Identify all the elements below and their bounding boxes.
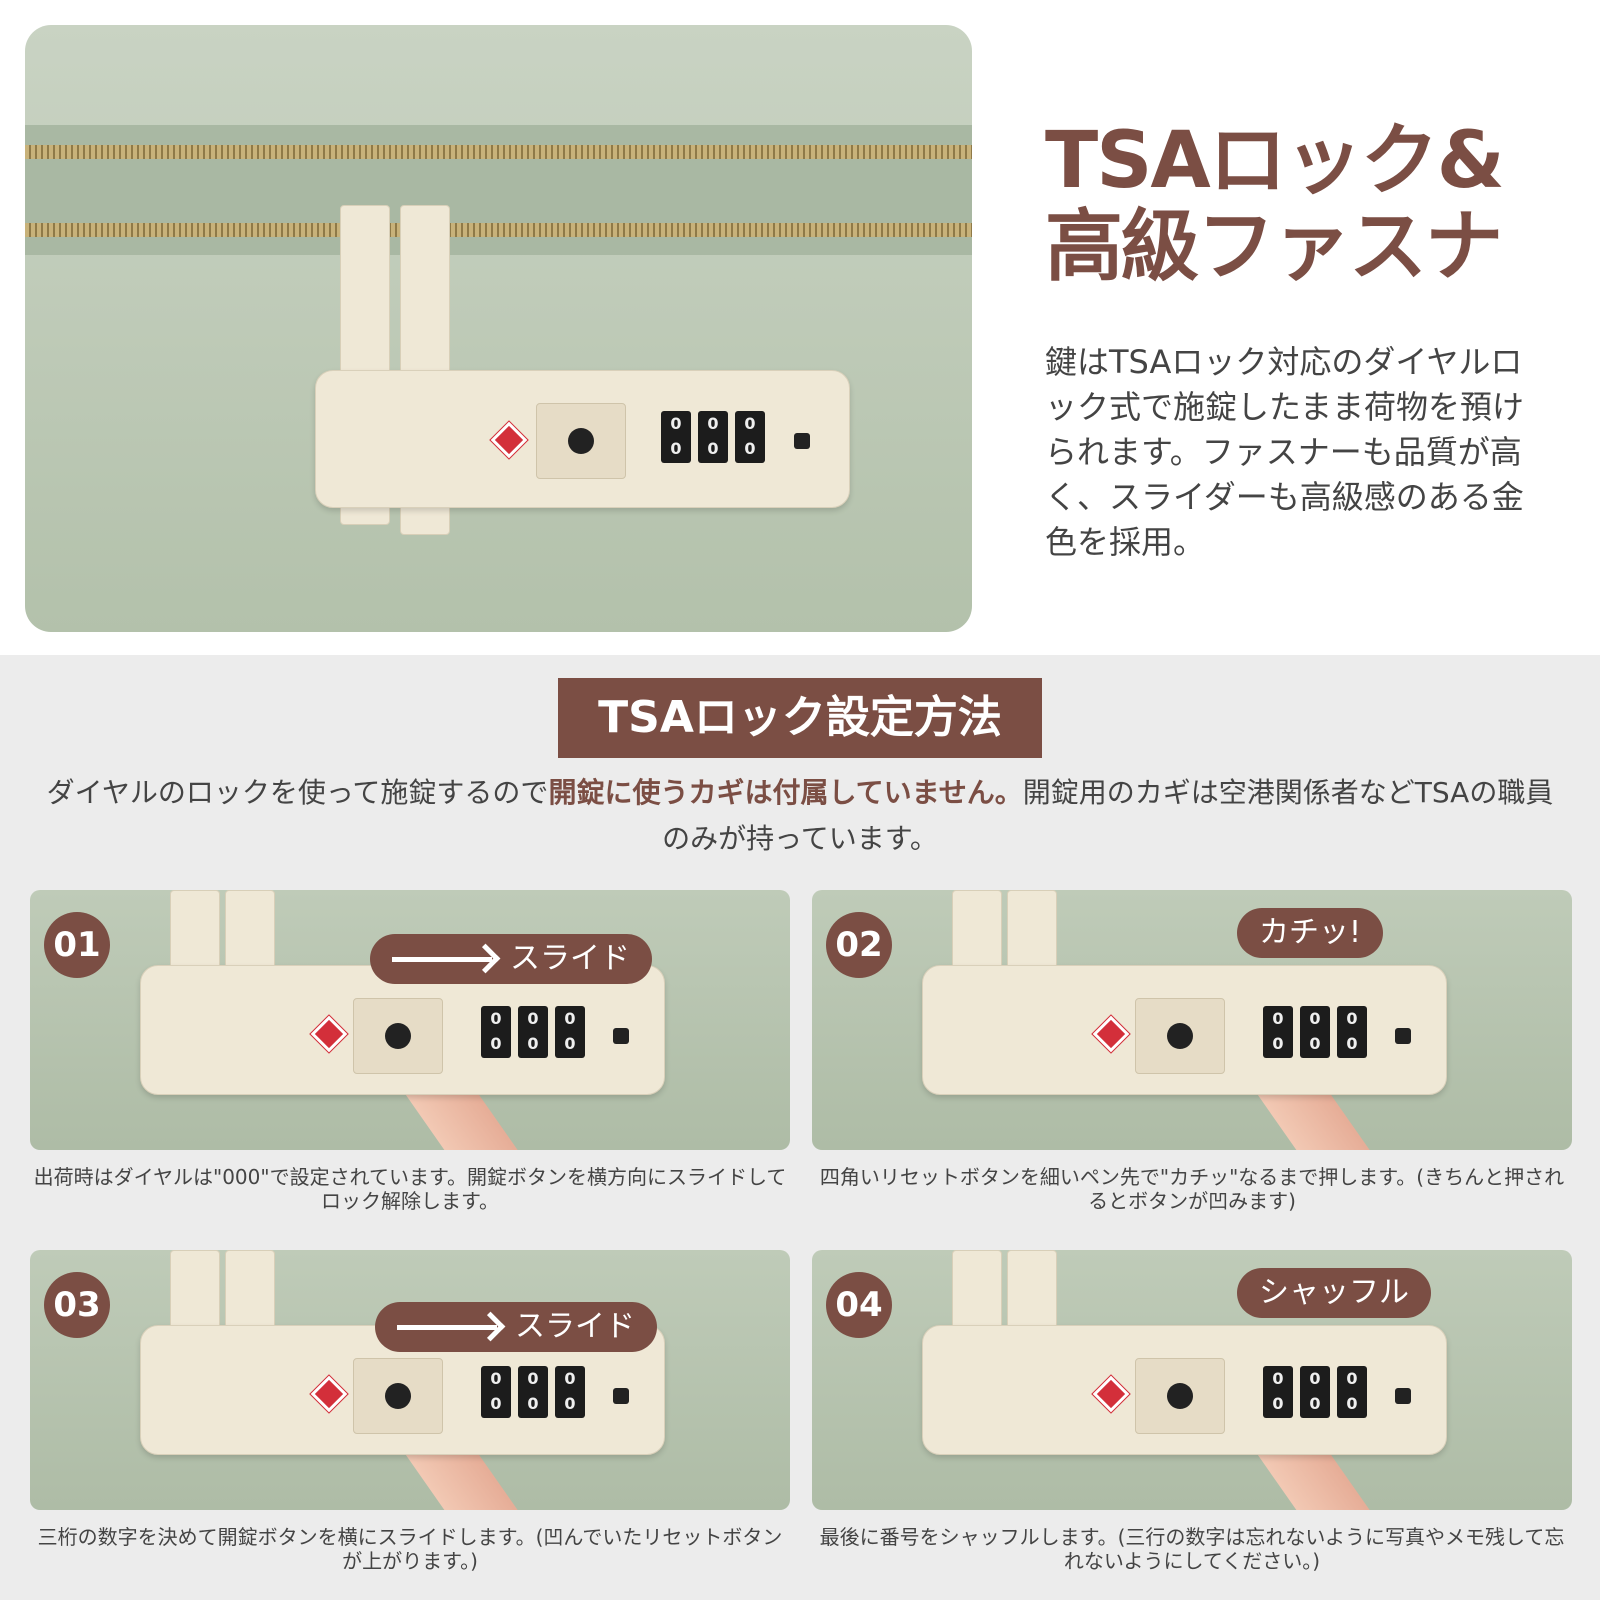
tsa-logo-icon xyxy=(1091,1014,1131,1054)
reset-button xyxy=(1395,1388,1411,1404)
step-number: 04 xyxy=(826,1272,892,1338)
arrow-right-icon xyxy=(397,1325,497,1330)
step-tag: スライド xyxy=(370,934,652,984)
unlock-button xyxy=(353,1358,443,1434)
tsa-logo-icon xyxy=(309,1014,349,1054)
reset-button xyxy=(794,433,810,449)
step-number: 01 xyxy=(44,912,110,978)
zipper xyxy=(25,223,972,237)
unlock-button xyxy=(1135,1358,1225,1434)
reset-button xyxy=(613,1028,629,1044)
step-caption: 最後に番号をシャッフルします。(三行の数字は忘れないように写真やメモ残して忘れな… xyxy=(819,1525,1565,1573)
reset-button xyxy=(1395,1028,1411,1044)
step-number: 03 xyxy=(44,1272,110,1338)
zipper xyxy=(25,145,972,159)
unlock-button xyxy=(536,403,626,479)
step-tag: シャッフル xyxy=(1237,1268,1431,1318)
page-title: TSAロック&高級ファスナ xyxy=(1045,116,1505,292)
unlock-button xyxy=(353,998,443,1074)
arrow-right-icon xyxy=(392,957,492,962)
step-tag: カチッ! xyxy=(1237,908,1384,958)
step-caption: 四角いリセットボタンを細いペン先で"カチッ"なるまで押します。(きちんと押される… xyxy=(819,1165,1565,1213)
section-title: TSAロック設定方法 xyxy=(558,678,1042,758)
description: 鍵はTSAロック対応のダイヤルロック式で施錠したまま荷物を預けられます。ファスナ… xyxy=(1045,343,1525,561)
step-number: 02 xyxy=(826,912,892,978)
tsa-logo-icon xyxy=(1091,1374,1131,1414)
tsa-logo-icon xyxy=(309,1374,349,1414)
section-intro: ダイヤルのロックを使って施錠するので開錠に使うカギは付属していません。開錠用のカ… xyxy=(46,776,1554,855)
unlock-button xyxy=(1135,998,1225,1074)
step-caption: 出荷時はダイヤルは"000"で設定されています。開錠ボタンを横方向にスライドして… xyxy=(33,1165,787,1213)
step-caption: 三桁の数字を決めて開錠ボタンを横にスライドします。(凹んでいたリセットボタンが上… xyxy=(37,1525,783,1573)
tsa-logo-icon xyxy=(489,420,529,460)
step-tag: スライド xyxy=(375,1302,657,1352)
reset-button xyxy=(613,1388,629,1404)
